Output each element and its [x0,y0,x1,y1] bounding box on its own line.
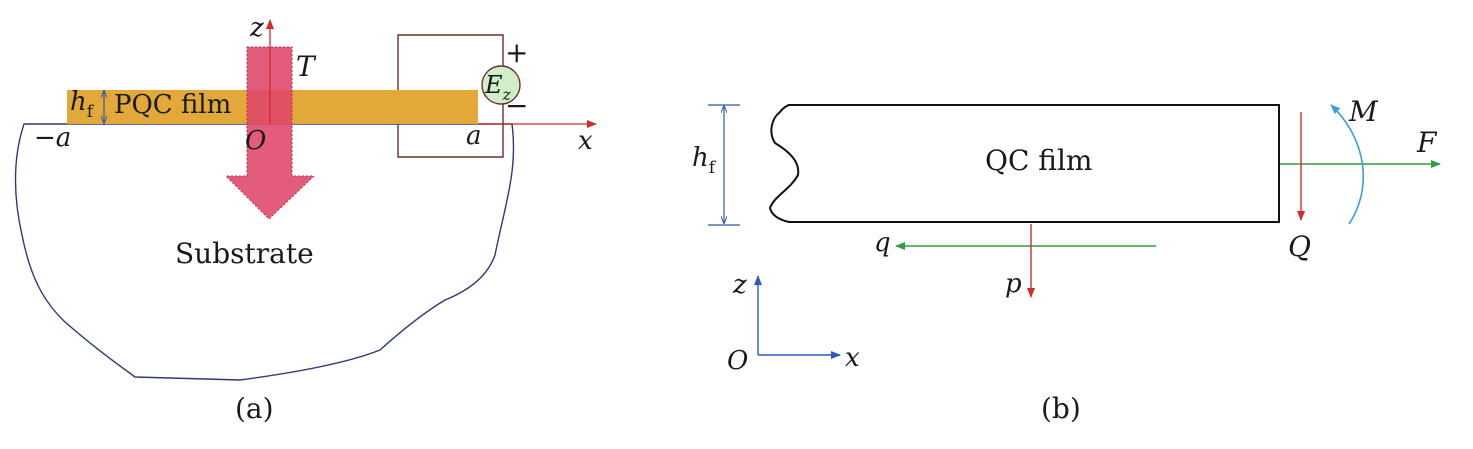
thickness-label: hf [70,87,95,122]
traction-q-label: q [874,228,891,258]
substrate-outline [14,123,515,381]
right-end-label: a [466,121,482,151]
film-label: PQC film [114,90,231,120]
circuit-wire [397,34,504,158]
moment-arc [1330,104,1365,225]
load-label: T [296,50,317,83]
origin-label: O [245,126,266,156]
thickness-label-b: hf [692,143,717,178]
plus-sign: + [505,36,528,69]
x-axis-label: x [578,126,593,156]
z-axis-label: z [249,13,264,43]
substrate-label: Substrate [175,237,314,270]
qc-film-label: QC film [985,144,1092,177]
shear-Q-label: Q [1288,230,1311,263]
left-end-label: −a [34,123,71,153]
traction-p-label: p [1005,269,1022,299]
moment-M-label: M [1348,95,1379,128]
axis-z-label-b: z [732,270,747,300]
origin-label-b: O [727,346,748,376]
qc-film-outline [768,104,1280,223]
caption-b: (b) [1041,392,1081,425]
panel-a: PQC film hf z T O −a a x + − Ez Substrat… [14,13,597,425]
field-source-circle [481,65,521,105]
force-F-label: F [1416,126,1438,159]
caption-a: (a) [235,392,274,425]
panel-b: QC film hf F M Q q p z x O (b) [692,95,1441,425]
minus-sign: − [505,89,528,122]
axis-x-label-b: x [845,343,860,373]
field-label: Ez [484,71,512,104]
load-arrow-T [224,46,316,220]
